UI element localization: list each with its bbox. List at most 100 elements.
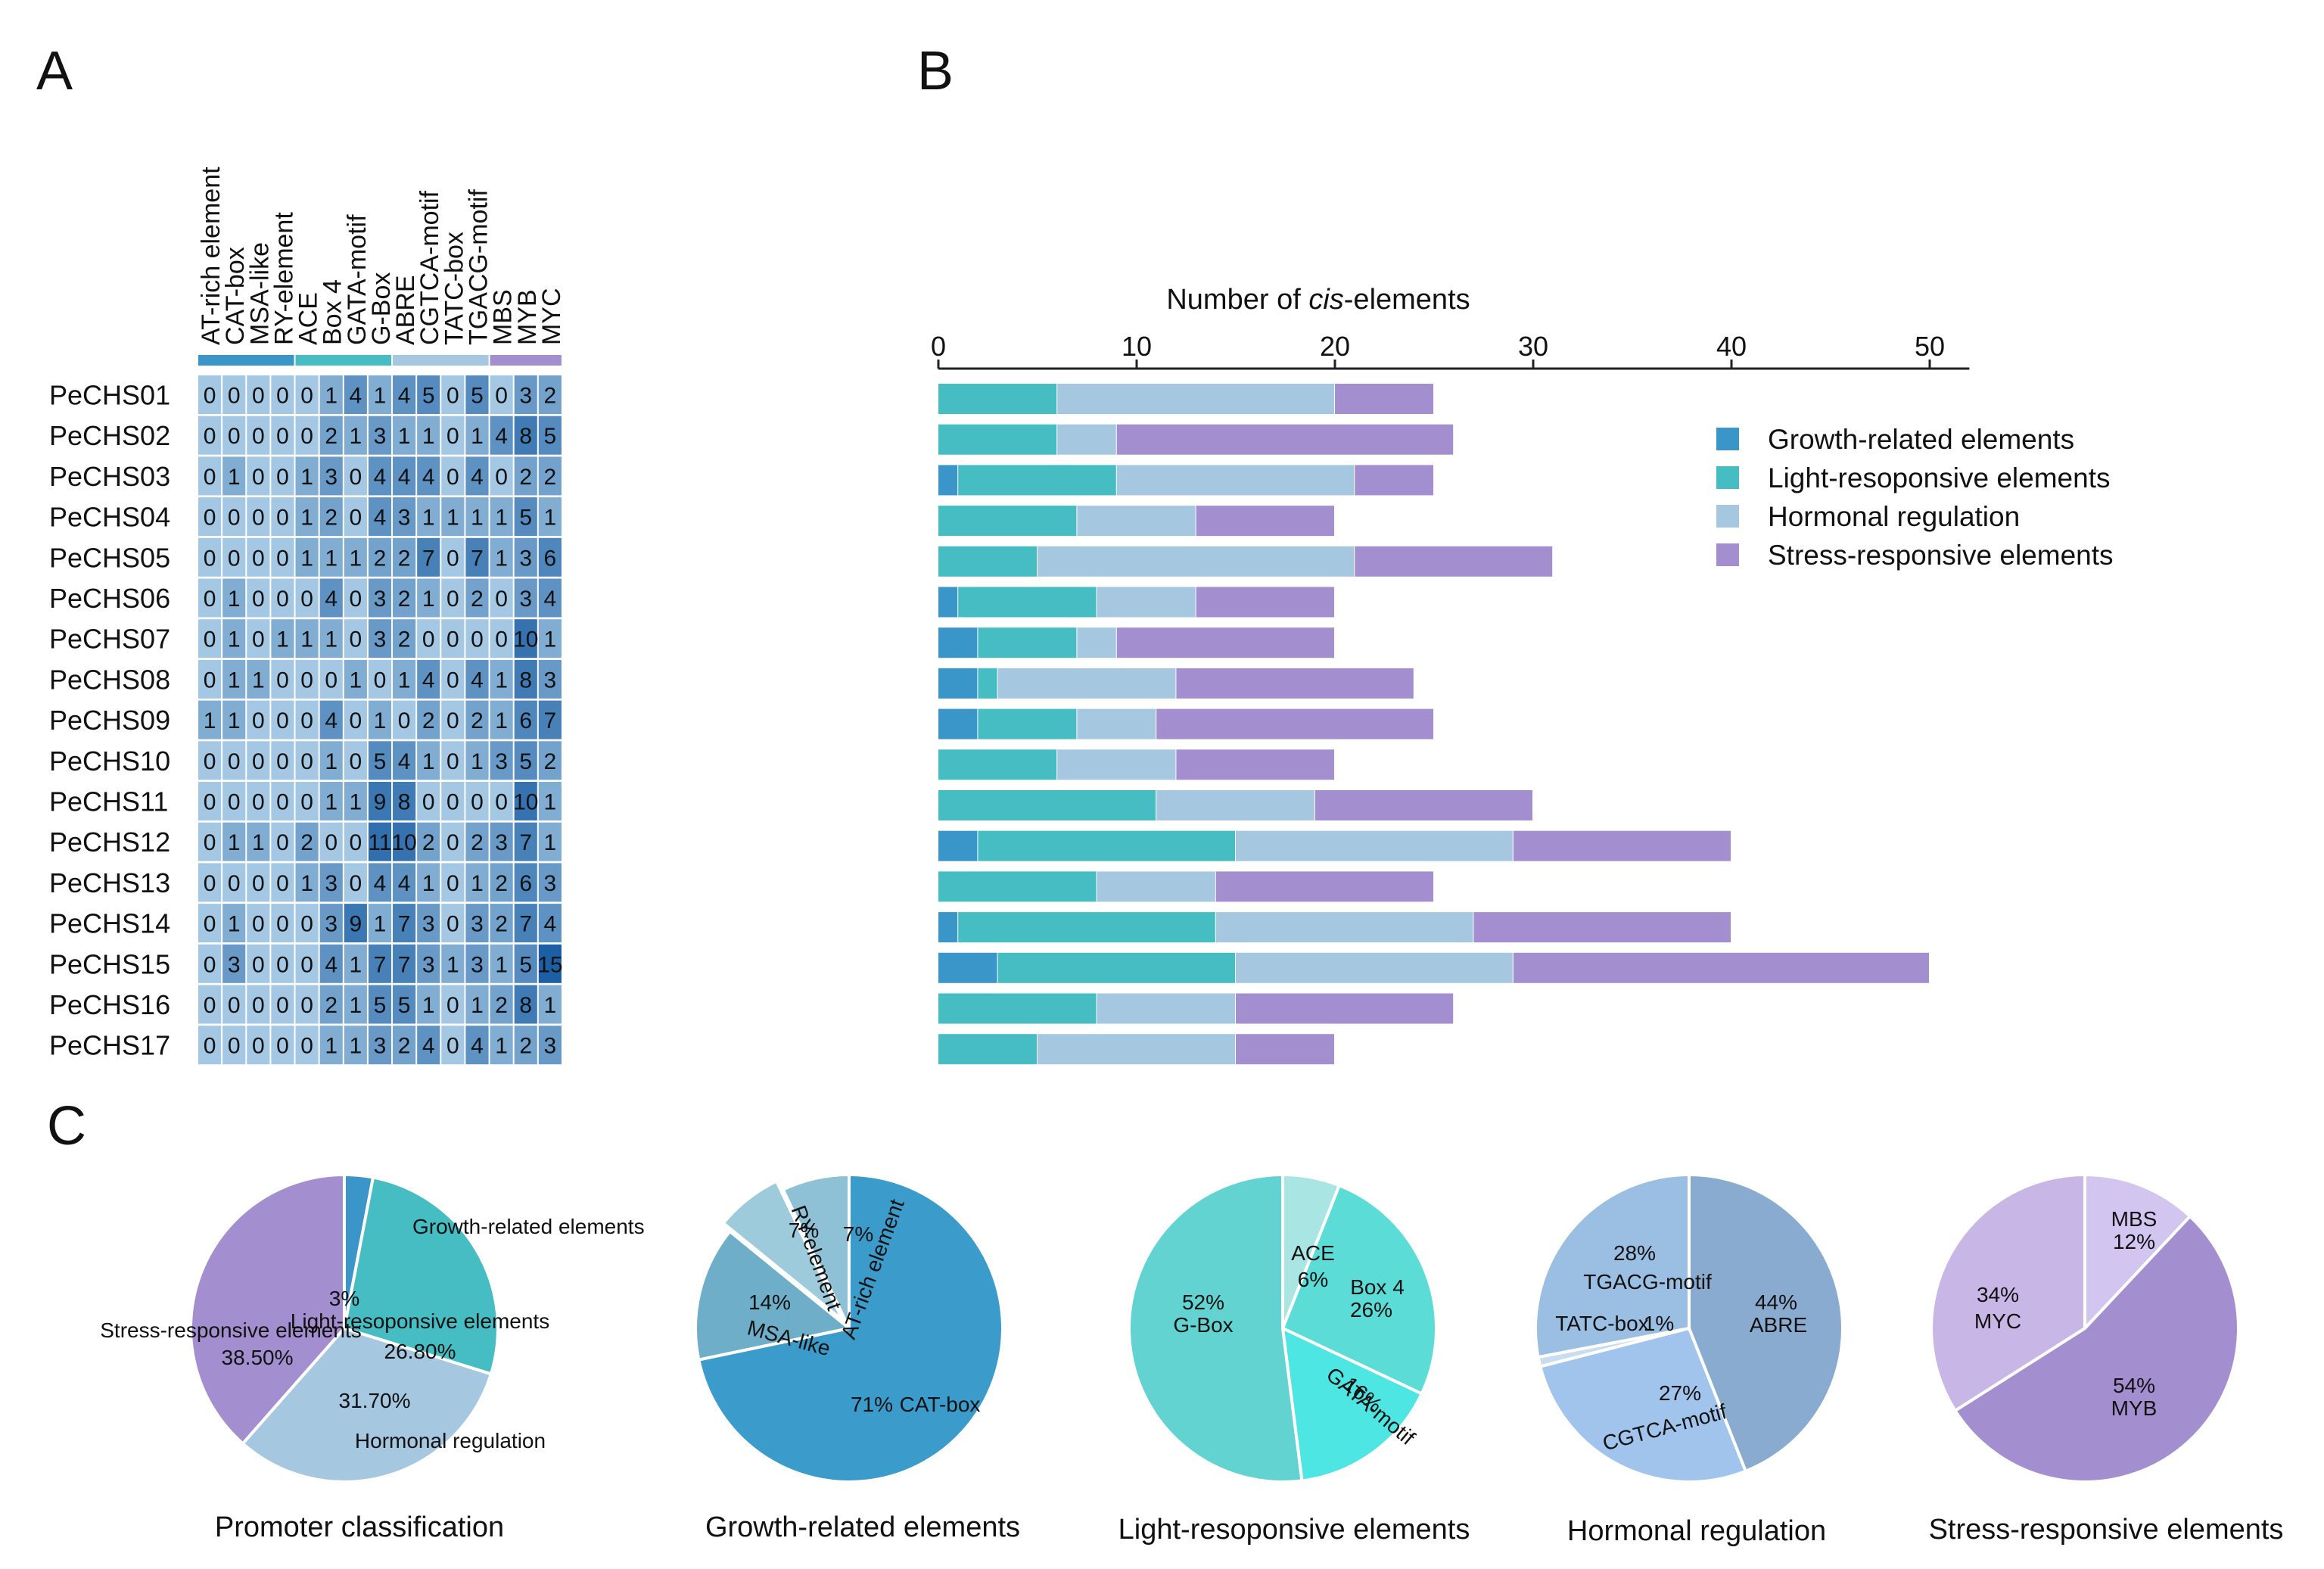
cell-value: 0 (228, 424, 241, 449)
heatmap-cell (417, 619, 440, 658)
heatmap-cell (198, 944, 222, 983)
heatmap-cell (514, 619, 537, 658)
heatmap-cell (198, 985, 222, 1024)
heatmap-cell (393, 822, 416, 861)
heatmap-cell (490, 741, 513, 780)
cell-value: 0 (252, 871, 265, 896)
heatmap-cell (368, 782, 392, 820)
heatmap-cell (514, 741, 537, 780)
heatmap-cell (247, 904, 270, 943)
cell-value: 0 (252, 546, 265, 571)
cell-value: 1 (495, 506, 508, 531)
heatmap-cell (538, 782, 562, 820)
cell-value: 8 (519, 668, 532, 693)
cell-value: 1 (300, 871, 313, 896)
heatmap-cell (393, 944, 416, 983)
bar-hormonal (1077, 627, 1116, 658)
cell-value: 1 (471, 749, 484, 774)
pie-percent-label: 12% (2113, 1230, 2155, 1253)
heatmap-cell (393, 985, 416, 1024)
cell-value: 0 (446, 465, 459, 490)
cell-value: 3 (374, 1034, 387, 1059)
heatmap-cell (514, 782, 537, 820)
cell-value: 1 (228, 627, 241, 652)
cell-value: 1 (422, 587, 435, 612)
cell-value: 1 (228, 912, 241, 937)
heatmap-cell (368, 863, 392, 902)
pie-percent-label: 38.50% (222, 1346, 294, 1369)
cell-value: 0 (422, 627, 435, 652)
cell-value: 2 (422, 708, 435, 733)
heatmap-cell (514, 659, 537, 699)
heatmap-cell (417, 375, 440, 414)
pie-percent-label: 44% (1755, 1290, 1797, 1314)
cell-value: 0 (300, 952, 313, 977)
bar-hormonal (1156, 790, 1314, 820)
heatmap-cell (344, 863, 367, 902)
heatmap-cell (417, 782, 440, 820)
panel-label-c: C (47, 1096, 86, 1157)
heatmap-cell (393, 456, 416, 496)
cell-value: 1 (422, 871, 435, 896)
cell-value: 0 (446, 384, 459, 409)
cell-value: 0 (446, 790, 459, 815)
pie-slice-box-4 (1280, 1183, 1438, 1396)
cell-value: 15 (537, 952, 562, 977)
heatmap-cell (295, 497, 319, 537)
cell-value: 0 (252, 993, 265, 1018)
bar-stress (1335, 384, 1433, 414)
cell-value: 4 (350, 384, 362, 409)
cell-value: 1 (422, 749, 435, 774)
heatmap-cell (295, 456, 319, 496)
heatmap-cell (295, 619, 319, 658)
cell-value: 4 (422, 668, 435, 693)
cell-value: 5 (544, 424, 557, 449)
heatmap-cell (393, 619, 416, 658)
cell-value: 1 (300, 546, 313, 571)
heatmap-cell (222, 863, 246, 902)
heatmap-cell (319, 456, 343, 496)
cell-value: 3 (374, 424, 387, 449)
heatmap-cell (368, 537, 392, 577)
heatmap-cell (514, 416, 537, 455)
cell-value: 2 (544, 384, 557, 409)
bar-stress (1116, 627, 1334, 658)
cell-value: 1 (471, 993, 484, 1018)
heatmap-cell (465, 456, 489, 496)
cell-value: 1 (446, 506, 459, 531)
heatmap-cell (368, 1026, 392, 1065)
bar-light (958, 587, 1097, 618)
heatmap-cell (490, 537, 513, 577)
heatmap-cell (198, 700, 222, 739)
cell-value: 3 (398, 506, 411, 531)
cell-value: 1 (300, 627, 313, 652)
heatmap-cell (417, 863, 440, 902)
cell-value: 1 (228, 668, 241, 693)
cell-value: 10 (513, 627, 538, 652)
pie-slice-label: Box 4 (1350, 1275, 1405, 1299)
bar-hormonal (1097, 871, 1215, 902)
cell-value: 1 (350, 952, 362, 977)
cell-value: 0 (252, 506, 265, 531)
heatmap-cell (538, 822, 562, 861)
cell-value: 1 (495, 952, 508, 977)
heatmap-cell (417, 497, 440, 537)
cell-value: 3 (544, 871, 557, 896)
cell-value: 4 (471, 465, 484, 490)
cell-value: 0 (276, 952, 289, 977)
heatmap-cell (490, 944, 513, 983)
bar-stress (1116, 424, 1454, 455)
bar-growth (938, 627, 978, 658)
cell-value: 1 (374, 384, 387, 409)
bar-stress (1355, 546, 1553, 577)
cell-value: 4 (325, 708, 338, 733)
bar-stress (1236, 993, 1454, 1024)
heatmap-cell (295, 904, 319, 943)
heatmap-cell (490, 863, 513, 902)
column-label: ABRE (391, 275, 420, 345)
row-label: PeCHS02 (49, 420, 170, 451)
heatmap-cell (441, 497, 465, 537)
cell-value: 10 (513, 790, 538, 815)
cell-value: 1 (422, 424, 435, 449)
cell-value: 0 (350, 506, 362, 531)
